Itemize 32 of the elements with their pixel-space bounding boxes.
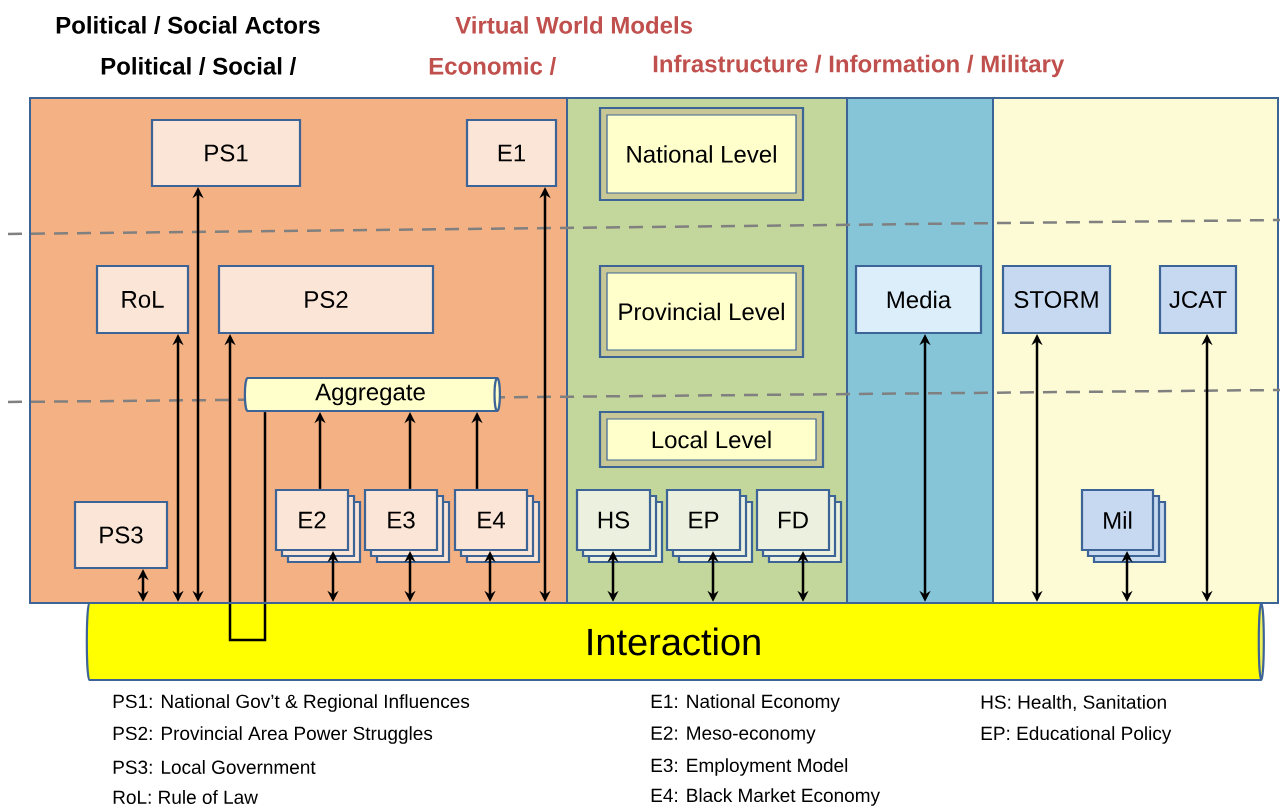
legend-text: RoL: Rule of Law xyxy=(113,790,258,804)
stacked-model-box: E2 xyxy=(274,488,362,564)
level-box: Local Level xyxy=(598,410,825,469)
level-box: Provincial Level xyxy=(598,264,805,359)
model-box: PS2 xyxy=(217,264,435,335)
heading: Political / Social / xyxy=(101,57,297,75)
legend-text: E3: Employment Model xyxy=(651,758,848,776)
aggregate-cylinder: Aggregate xyxy=(243,376,501,413)
model-box: RoL xyxy=(95,264,190,335)
heading: Economic / xyxy=(429,57,556,75)
stacked-model-box: E3 xyxy=(363,488,451,564)
stacked-model-box: FD xyxy=(755,488,843,564)
legend-text: E4: Black Market Economy xyxy=(651,788,880,806)
model-box: Media xyxy=(854,264,983,335)
heading: Virtual World Models xyxy=(455,16,693,34)
legend-text: E2: Meso-economy xyxy=(651,726,816,744)
interaction-cylinder: Interaction xyxy=(85,601,1265,682)
stacked-model-box: E4 xyxy=(453,488,541,564)
legend-text: EP: Educational Policy xyxy=(981,726,1172,744)
model-box: STORM xyxy=(1001,264,1112,335)
stacked-model-box: HS xyxy=(575,488,664,564)
model-box: E1 xyxy=(465,118,558,188)
stacked-model-box: EP xyxy=(665,488,754,564)
heading: Infrastructure / Information / Military xyxy=(653,54,1065,78)
level-box: National Level xyxy=(598,106,805,202)
heading: Political / Social Actors xyxy=(56,16,320,34)
legend-text: PS2: Provincial Area Power Struggles xyxy=(113,726,433,744)
legend-text: PS3: Local Government xyxy=(113,760,316,774)
model-box: JCAT xyxy=(1158,264,1238,335)
model-box: PS3 xyxy=(73,500,169,570)
stacked-model-box: Mil xyxy=(1080,488,1167,564)
model-box: PS1 xyxy=(150,118,302,188)
